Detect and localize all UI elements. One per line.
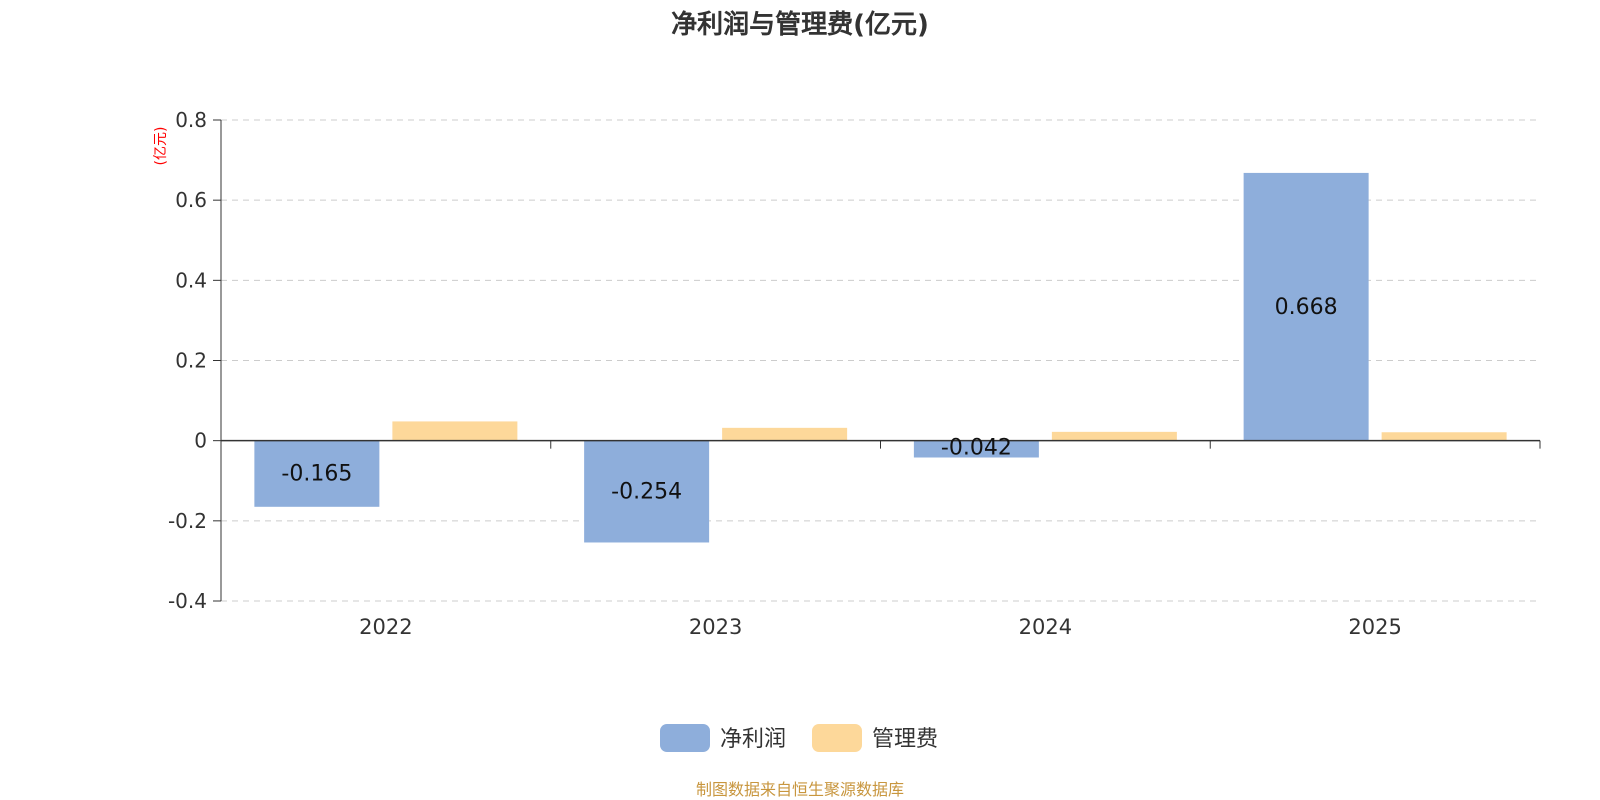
data-label: -0.042 <box>941 436 1012 461</box>
data-label: -0.165 <box>281 462 352 487</box>
bar-net-profit-2025 <box>1243 172 1369 441</box>
bar-admin-expense-2023 <box>722 427 848 441</box>
data-label: 0.668 <box>1275 295 1338 320</box>
legend-swatch <box>660 724 710 752</box>
bar-net-profit-2023 <box>584 440 710 543</box>
legend-label: 净利润 <box>720 727 786 752</box>
y-tick-label: 0.4 <box>175 268 207 292</box>
legend-swatch <box>812 724 862 752</box>
bar-admin-expense-2022 <box>392 421 518 441</box>
x-tick-label: 2022 <box>359 615 412 639</box>
bar-net-profit-2024 <box>913 440 1039 458</box>
legend-label: 管理费 <box>872 727 938 752</box>
y-tick-label: 0.6 <box>175 188 207 212</box>
y-axis-label: (亿元) <box>153 127 169 166</box>
y-tick-label: -0.4 <box>168 589 207 613</box>
source-note: 制图数据来自恒生聚源数据库 <box>696 780 904 799</box>
y-tick-label: -0.2 <box>168 509 207 533</box>
bar-net-profit-2022 <box>254 440 380 507</box>
chart-title: 净利润与管理费(亿元) <box>671 9 929 40</box>
legend-item-net-profit[interactable]: 净利润 <box>660 724 786 752</box>
x-tick-label: 2023 <box>689 615 742 639</box>
y-tick-label: 0.2 <box>175 349 207 373</box>
bar-admin-expense-2024 <box>1051 431 1177 441</box>
x-tick-label: 2024 <box>1019 615 1072 639</box>
y-tick-label: 0 <box>194 429 207 453</box>
bar-admin-expense-2025 <box>1381 432 1507 441</box>
y-tick-label: 0.8 <box>175 108 207 132</box>
legend-item-admin-expense[interactable]: 管理费 <box>812 724 938 752</box>
data-label: -0.254 <box>611 480 682 505</box>
x-tick-label: 2025 <box>1348 615 1401 639</box>
